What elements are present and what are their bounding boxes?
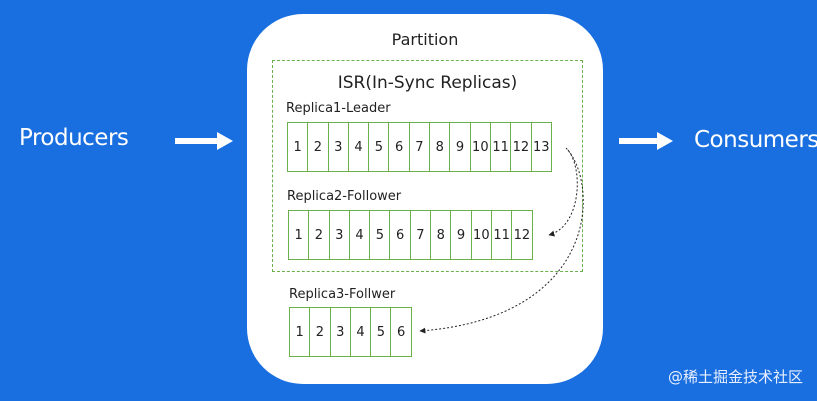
log-cell: 2 bbox=[309, 307, 331, 357]
replica3-label: Replica3-Follwer bbox=[289, 287, 396, 302]
log-cell: 12 bbox=[510, 122, 532, 172]
log-cell: 5 bbox=[370, 307, 392, 357]
log-cell: 1 bbox=[289, 307, 311, 357]
log-cell: 13 bbox=[530, 122, 552, 172]
log-cell: 6 bbox=[390, 307, 412, 357]
log-cell: 9 bbox=[449, 122, 471, 172]
log-cell: 7 bbox=[408, 122, 431, 172]
replica2-label: Replica2-Follower bbox=[287, 189, 402, 204]
replica2-cells: 1 2 3 4 5 6 7 8 9 10 11 12 bbox=[288, 210, 533, 260]
log-cell: 6 bbox=[388, 122, 410, 172]
log-cell: 6 bbox=[389, 210, 411, 260]
partition-title: Partition bbox=[391, 30, 459, 49]
replica3-cells: 1 2 3 4 5 6 bbox=[289, 307, 412, 357]
consumers-arrow-icon bbox=[619, 132, 673, 150]
log-cell: 10 bbox=[469, 122, 491, 172]
log-cell: 2 bbox=[308, 210, 330, 260]
log-cell: 7 bbox=[409, 210, 432, 260]
log-cell: 12 bbox=[511, 210, 533, 260]
log-cell: 5 bbox=[368, 122, 390, 172]
log-cell: 1 bbox=[288, 210, 310, 260]
isr-title: ISR(In-Sync Replicas) bbox=[337, 73, 518, 93]
replica1-cells: 1 2 3 4 5 6 7 8 9 10 11 12 13 bbox=[287, 122, 552, 172]
producers-label: Producers bbox=[19, 125, 129, 151]
log-cell: 2 bbox=[307, 122, 329, 172]
log-cell: 3 bbox=[328, 210, 350, 260]
log-cell: 11 bbox=[490, 210, 513, 260]
consumers-label: Consumers bbox=[694, 127, 817, 153]
replica1-label: Replica1-Leader bbox=[286, 101, 391, 116]
log-cell: 10 bbox=[470, 210, 492, 260]
producers-arrow-icon bbox=[175, 132, 233, 150]
log-cell: 3 bbox=[327, 122, 349, 172]
log-cell: 1 bbox=[287, 122, 309, 172]
log-cell: 4 bbox=[347, 122, 370, 172]
log-cell: 4 bbox=[349, 307, 372, 357]
log-cell: 8 bbox=[430, 210, 452, 260]
log-cell: 8 bbox=[429, 122, 451, 172]
log-cell: 11 bbox=[489, 122, 512, 172]
watermark: @稀土掘金技术社区 bbox=[667, 368, 803, 386]
log-cell: 4 bbox=[348, 210, 371, 260]
log-cell: 3 bbox=[329, 307, 351, 357]
log-cell: 5 bbox=[369, 210, 391, 260]
log-cell: 9 bbox=[450, 210, 472, 260]
